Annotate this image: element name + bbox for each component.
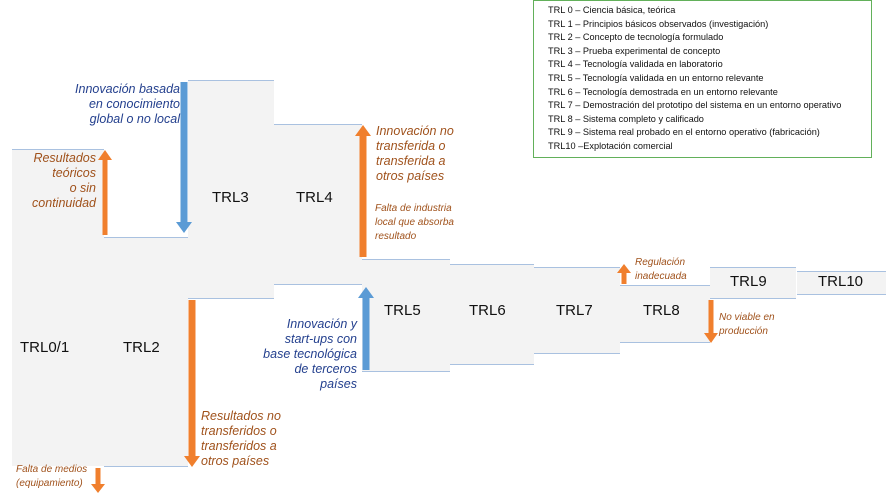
edge-trl7-bottom: [534, 353, 620, 354]
block-trl4: [274, 124, 362, 284]
note-resultados-teoricos: Resultados teóricos o sin continuidad: [32, 151, 96, 210]
arrow-up-regulacion: [617, 264, 631, 284]
edge-trl8-top: [620, 285, 710, 286]
block-trl5: [362, 259, 450, 371]
stage-label-trl3: TRL3: [212, 189, 249, 206]
note-innovacion-startups: Innovación y start-ups con base tecnológ…: [263, 317, 357, 391]
edge-trl01-top: [12, 149, 104, 150]
arrow-down-falta-de-medios: [91, 468, 105, 493]
edge-trl9-bottom: [710, 298, 796, 299]
stage-label-trl01: TRL0/1: [20, 339, 70, 356]
note-innovacion-no-transferida: Innovación no transferida o transferida …: [376, 124, 454, 183]
legend-item: TRL 2 – Concepto de tecnología formulado: [548, 32, 724, 43]
block-trl8: [620, 285, 710, 342]
edge-trl2-top: [104, 237, 188, 238]
block-trl9: [710, 267, 796, 298]
edge-trl5-top: [362, 259, 450, 260]
stage-label-trl10: TRL10: [818, 273, 864, 290]
arrow-up-innovacion-startups: [358, 287, 374, 370]
stage-label-trl5: TRL5: [384, 302, 421, 319]
stage-label-trl6: TRL6: [469, 302, 506, 319]
block-trl3: [188, 80, 274, 298]
stage-label-trl2: TRL2: [123, 339, 160, 356]
legend-item: TRL 9 – Sistema real probado en el entor…: [548, 127, 820, 138]
legend-item: TRL 0 – Ciencia básica, teórica: [548, 5, 676, 15]
edge-trl5-bottom: [362, 371, 450, 372]
stage-label-trl8: TRL8: [643, 302, 680, 319]
edge-trl3-top: [188, 80, 274, 81]
note-innovacion-global: Innovación basada en conocimiento global…: [75, 82, 180, 126]
note-falta-de-medios: Falta de medios (equipamiento): [16, 464, 88, 489]
arrow-up-resultados-teoricos: [98, 150, 112, 235]
block-trl01: [12, 149, 104, 466]
block-trl7: [534, 267, 620, 353]
note-no-viable: No viable en producción: [719, 312, 775, 337]
block-trl6: [450, 264, 534, 364]
edge-trl01-bottom: [104, 466, 188, 467]
note-resultados-no-transferidos: Resultados no transferidos o transferido…: [201, 409, 281, 468]
note-regulacion: Regulación inadecuada: [635, 257, 687, 282]
legend-item: TRL 8 – Sistema completo y calificado: [548, 113, 704, 124]
legend-item: TRL10 –Explotación comercial: [548, 140, 673, 151]
legend-box: TRL 0 – Ciencia básica, teórica TRL 1 – …: [533, 0, 872, 158]
block-trl10: [797, 271, 886, 294]
legend-item: TRL 6 – Tecnología demostrada en un ento…: [548, 86, 778, 97]
edge-trl10-bottom: [797, 294, 886, 295]
arrow-down-no-viable: [704, 300, 718, 343]
edge-trl4-top: [274, 124, 362, 125]
edge-trl6-bottom: [450, 364, 534, 365]
edge-trl10-top: [797, 271, 886, 272]
arrow-up-innovacion-no-transferida: [355, 125, 371, 257]
edge-trl9-top: [710, 267, 796, 268]
legend-item: TRL 4 – Tecnología validada en laborator…: [548, 59, 723, 70]
stage-label-trl9: TRL9: [730, 273, 767, 290]
block-trl2: [104, 237, 188, 466]
arrow-down-resultados-no-transferidos: [184, 300, 200, 467]
legend-item: TRL 1 – Principios básicos observados (i…: [548, 18, 769, 29]
arrow-down-innovacion-global: [176, 82, 192, 233]
legend-item: TRL 3 – Prueba experimental de concepto: [548, 45, 721, 56]
legend-item: TRL 5 – Tecnología validada en un entorn…: [548, 72, 764, 83]
edge-trl3-bottom: [188, 298, 274, 299]
edge-trl7-top: [534, 267, 620, 268]
stage-label-trl4: TRL4: [296, 189, 333, 206]
note-falta-industria: Falta de industria local que absorba res…: [375, 203, 454, 242]
edge-trl4-bottom: [274, 284, 362, 285]
legend-item: TRL 7 – Demostración del prototipo del s…: [548, 100, 842, 111]
edge-trl6-top: [450, 264, 534, 265]
edge-trl8-bottom: [620, 342, 710, 343]
stage-label-trl7: TRL7: [556, 302, 593, 319]
